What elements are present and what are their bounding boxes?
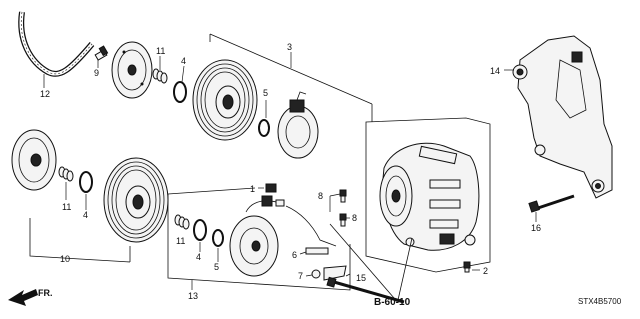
- diagram-code: STX4B5700: [578, 297, 622, 306]
- pressure-plate-lower[interactable]: [11, 129, 57, 191]
- snap-ring-5-upper[interactable]: [258, 119, 270, 137]
- front-direction-arrow: [8, 289, 38, 306]
- snap-ring-clutch-5[interactable]: [212, 229, 224, 247]
- compressor-bracket[interactable]: [512, 35, 613, 199]
- callout-13: 13: [188, 291, 198, 301]
- field-coil-upper[interactable]: [277, 91, 319, 159]
- snap-ring-upper[interactable]: [173, 81, 187, 103]
- callout-4-lower: 4: [83, 210, 88, 220]
- callout-1: 1: [250, 184, 255, 194]
- bolt-part-8-lower[interactable]: [339, 213, 347, 227]
- pulley-lower[interactable]: [103, 157, 169, 243]
- callout-8-lower: 8: [352, 213, 357, 223]
- bolt-part-16[interactable]: [528, 194, 575, 213]
- clip-part-7[interactable]: [311, 269, 321, 279]
- callout-11-clutch: 11: [176, 236, 185, 246]
- drive-belt[interactable]: [18, 11, 95, 77]
- field-coil-clutch[interactable]: [229, 195, 283, 277]
- compressor-body[interactable]: [379, 142, 480, 251]
- callout-7: 7: [298, 271, 303, 281]
- long-bolt[interactable]: [326, 276, 405, 304]
- callout-16: 16: [531, 223, 541, 233]
- callout-11-lower: 11: [62, 202, 71, 212]
- stay-part-6[interactable]: [305, 247, 329, 255]
- bolt-part-9[interactable]: [94, 45, 109, 61]
- callout-12: 12: [40, 89, 50, 99]
- callout-4-upper: 4: [181, 56, 186, 66]
- callout-5-clutch: 5: [214, 262, 219, 272]
- pulley-upper[interactable]: [192, 59, 258, 141]
- shim-set-lower[interactable]: [58, 166, 74, 182]
- callout-15: 15: [356, 273, 366, 283]
- front-label: FR.: [38, 288, 53, 298]
- callout-11-upper: 11: [156, 46, 165, 56]
- callout-2: 2: [483, 266, 488, 276]
- shim-set-upper[interactable]: [152, 68, 168, 84]
- callout-14: 14: [490, 66, 500, 76]
- callout-4-clutch: 4: [196, 252, 201, 262]
- callout-5-upper: 5: [263, 88, 268, 98]
- callout-3: 3: [287, 42, 292, 52]
- bracket-part-15[interactable]: [323, 265, 347, 281]
- callout-9: 9: [94, 68, 99, 78]
- shim-set-clutch[interactable]: [174, 214, 190, 230]
- reference-link[interactable]: B-60-10: [374, 297, 411, 308]
- bolt-part-8-upper[interactable]: [339, 189, 347, 203]
- callout-6: 6: [292, 250, 297, 260]
- plug-part-2[interactable]: [463, 261, 471, 273]
- callout-8-upper: 8: [318, 191, 323, 201]
- pressure-plate-upper[interactable]: [111, 41, 153, 99]
- snap-ring-clutch-4[interactable]: [193, 219, 207, 241]
- thermal-protector-part-1[interactable]: [265, 183, 285, 207]
- callout-10: 10: [60, 254, 70, 264]
- snap-ring-lower[interactable]: [79, 171, 93, 193]
